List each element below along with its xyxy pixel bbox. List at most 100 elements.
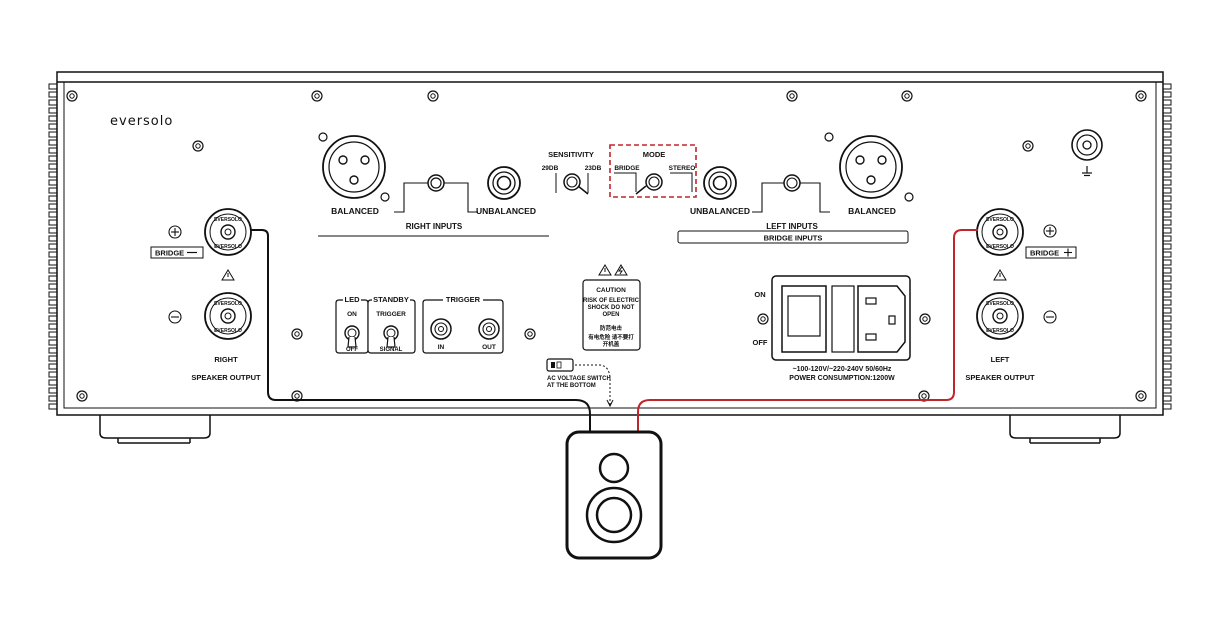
heatsink-fin [48, 355, 57, 362]
right-input-selector-switch[interactable] [394, 174, 478, 213]
positive-speaker-cable [637, 229, 978, 434]
heatsink-fin [1163, 323, 1172, 330]
power-on-label: ON [754, 290, 765, 299]
mode-switch-highlight [609, 144, 697, 198]
heatsink-fin [48, 395, 57, 402]
iec-power-inlet[interactable] [857, 285, 906, 353]
bridge-inputs-box [677, 230, 909, 244]
led-title-bg [343, 295, 361, 304]
heatsink-fin [48, 107, 57, 114]
left-speaker-label: LEFT [991, 355, 1010, 364]
heatsink-fin [48, 347, 57, 354]
screw [192, 140, 204, 152]
heatsink-fin [1163, 91, 1172, 98]
screw-head [904, 93, 910, 99]
heatsink-fin [1163, 107, 1172, 114]
heatsink-fin [1163, 395, 1172, 402]
heatsink-fin [48, 235, 57, 242]
right-xlr-input[interactable] [318, 132, 390, 202]
heatsink-fin [48, 195, 57, 202]
caution-warning-icons [598, 264, 628, 276]
screw [901, 90, 913, 102]
terminal-brand-text: EVERSOLO [986, 217, 1014, 223]
mode-bridge-label: BRIDGE [614, 165, 640, 172]
left-rca-input[interactable] [703, 166, 737, 200]
led-toggle-switch[interactable] [344, 325, 360, 348]
screw [1135, 90, 1147, 102]
right-plus-icon [168, 225, 182, 239]
ground-terminal[interactable] [1071, 129, 1103, 161]
heatsink-fin [1163, 283, 1172, 290]
right-positive-speaker-terminal[interactable]: EVERSOLO EVERSOLO [204, 208, 252, 256]
heatsink-fin [48, 115, 57, 122]
heatsink-fin [48, 275, 57, 282]
left-bridge-plus-icon [1064, 248, 1072, 257]
left-positive-speaker-terminal[interactable]: EVERSOLO EVERSOLO [976, 208, 1024, 256]
heatsink-fin [48, 243, 57, 250]
right-rca-input[interactable] [487, 166, 521, 200]
heatsink-fin [1163, 187, 1172, 194]
caution-line-3: OPEN [602, 312, 619, 318]
left-negative-speaker-terminal[interactable]: EVERSOLO EVERSOLO [976, 292, 1024, 340]
caution-cn-line-3: 开机盖 [603, 340, 620, 348]
screw [919, 313, 931, 325]
heatsink-fin [1163, 379, 1172, 386]
mode-toggle-switch[interactable] [614, 172, 693, 195]
heatsink-fin [48, 91, 57, 98]
screw [291, 328, 303, 340]
screw-head [69, 93, 75, 99]
terminal-brand-text: EVERSOLO [986, 244, 1014, 250]
screw-head [294, 331, 300, 337]
screw-head [430, 93, 436, 99]
heatsink-fin [48, 307, 57, 314]
heatsink-fin [48, 163, 57, 170]
screw-head [789, 93, 795, 99]
left-xlr-input[interactable] [824, 132, 914, 202]
caution-title: CAUTION [596, 287, 626, 294]
trigger-title-bg [443, 295, 483, 304]
left-bridge-label: BRIDGE [1030, 249, 1059, 258]
left-minus-icon [1043, 310, 1057, 324]
heatsink-fin [48, 251, 57, 258]
right-minus-icon [168, 310, 182, 324]
heatsink-fin [48, 315, 57, 322]
right-speaker-label: RIGHT [214, 355, 238, 364]
terminal-brand-text: EVERSOLO [214, 217, 242, 223]
standby-toggle-switch[interactable] [383, 325, 399, 348]
heatsink-fin [1163, 195, 1172, 202]
control-block [335, 299, 504, 354]
power-rocker-switch[interactable] [781, 285, 827, 353]
heatsink-fin [48, 331, 57, 338]
screw-head [921, 393, 927, 399]
heatsink-fin [1163, 147, 1172, 154]
screw-head [527, 331, 533, 337]
led-on-label: ON [347, 311, 357, 318]
heatsink-fin [1163, 83, 1172, 90]
heatsink-fin [48, 403, 57, 410]
heatsink-fin [1163, 211, 1172, 218]
trigger-title: TRIGGER [446, 295, 481, 304]
heatsink-fin [48, 371, 57, 378]
ac-voltage-switch-indicator [546, 358, 614, 408]
screw-head [1025, 143, 1031, 149]
screw [524, 328, 536, 340]
standby-signal-label: SIGNAL [380, 347, 403, 353]
left-input-selector-switch[interactable] [752, 174, 830, 213]
screw [427, 90, 439, 102]
standby-title: STANDBY [373, 295, 409, 304]
caution-cn-line-1: 防范电击 [600, 324, 623, 332]
heatsink-fin [48, 219, 57, 226]
heatsink-fin [48, 299, 57, 306]
heatsink-fin [48, 283, 57, 290]
right-negative-speaker-terminal[interactable]: EVERSOLO EVERSOLO [204, 292, 252, 340]
trigger-in-jack[interactable] [430, 318, 452, 340]
sensitivity-toggle-switch[interactable] [555, 173, 589, 195]
left-speaker-output-label: SPEAKER OUTPUT [965, 373, 1035, 382]
left-inputs-title: LEFT INPUTS [766, 222, 818, 231]
right-speaker-output-label: SPEAKER OUTPUT [191, 373, 261, 382]
heatsink-fin [48, 187, 57, 194]
trigger-out-jack[interactable] [478, 318, 500, 340]
heatsink-fin [1163, 315, 1172, 322]
brand-logo: eversolo [110, 114, 173, 129]
